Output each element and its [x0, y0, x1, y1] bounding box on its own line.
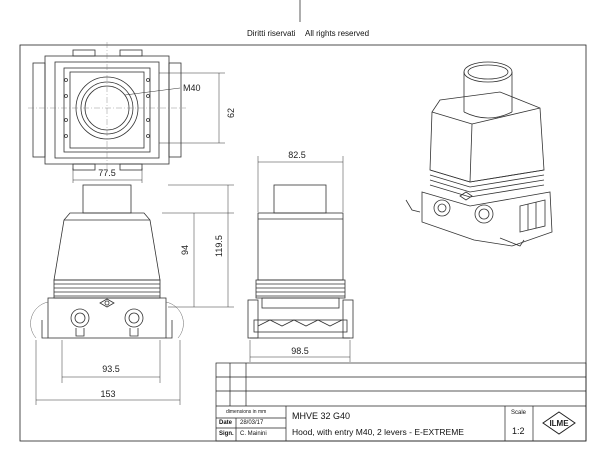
isometric-view [405, 61, 553, 247]
copyright-en: All rights reserved [305, 29, 370, 38]
date-label: Date [219, 420, 233, 426]
scale-label: Scale [511, 410, 527, 416]
side-view [247, 156, 354, 362]
scale-value: 1:2 [512, 426, 525, 436]
dim-119-5: 119.5 [214, 235, 224, 257]
ilme-logo: ILME [542, 411, 576, 435]
units-note: dimensions in mm [226, 409, 267, 415]
sheet-border [19, 44, 587, 442]
dim-94: 94 [180, 245, 190, 255]
logo-text: ILME [549, 419, 569, 428]
copyright-it: Diritti riservati [247, 29, 296, 38]
dim-62: 62 [226, 108, 236, 118]
title-block [215, 362, 587, 442]
date-value: 28/03/17 [240, 420, 264, 426]
dim-77-5: 77.5 [98, 168, 116, 178]
dim-98-5: 98.5 [291, 346, 309, 356]
front-view [30, 168, 234, 405]
dim-82-5: 82.5 [288, 150, 306, 160]
sign-value: C. Mainini [240, 431, 267, 437]
part-description: Hood, with entry M40, 2 levers - E-EXTRE… [292, 427, 464, 437]
sign-label: Sign. [219, 431, 234, 437]
part-code: MHVE 32 G40 [292, 411, 351, 421]
dim-153: 153 [100, 389, 115, 399]
top-view [28, 42, 225, 172]
dim-m40: M40 [183, 83, 201, 93]
dim-93-5: 93.5 [102, 364, 120, 374]
